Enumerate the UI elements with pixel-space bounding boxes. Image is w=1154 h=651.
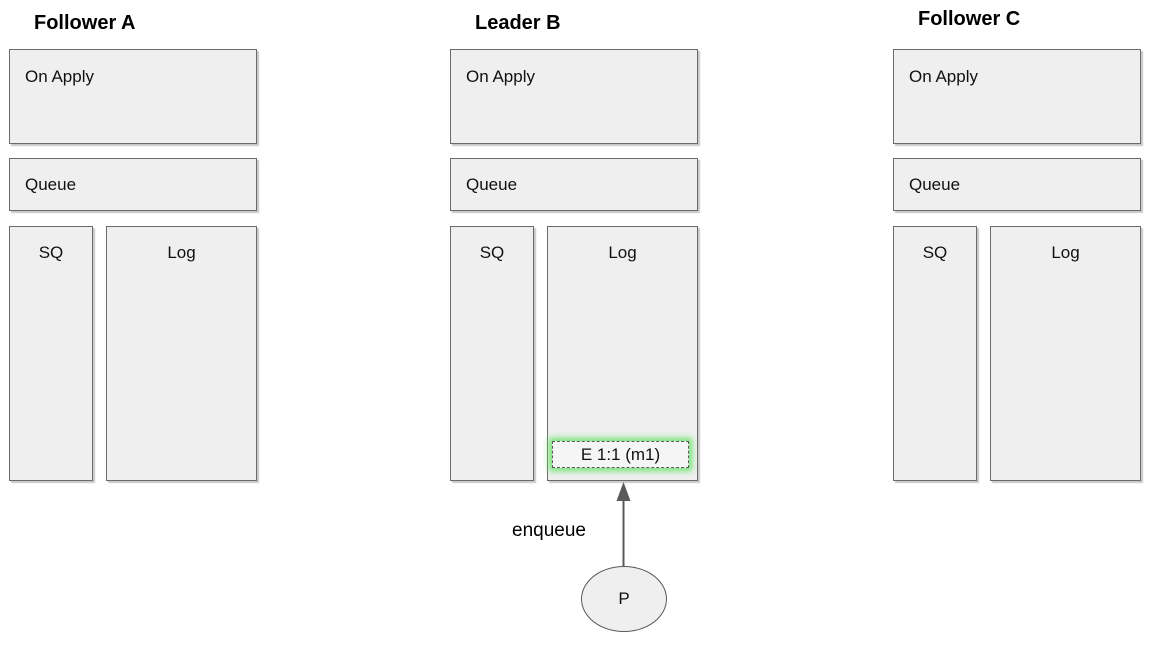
queue-box: Queue: [9, 158, 257, 211]
enqueue-edge-label: enqueue: [512, 520, 586, 541]
enqueue-arrow-icon: [616, 482, 631, 568]
queue-label: Queue: [909, 174, 961, 194]
queue-label: Queue: [25, 174, 77, 194]
sq-label: SQ: [479, 243, 505, 262]
node-title: Leader B: [475, 12, 561, 34]
sq-box: SQ: [9, 226, 93, 481]
sq-box: SQ: [893, 226, 977, 481]
sq-label: SQ: [38, 243, 64, 262]
queue-box: Queue: [450, 158, 698, 211]
node-follower-c: Follower C On Apply Queue SQ Log: [893, 0, 1141, 651]
node-leader-b: Leader B On Apply Queue SQ Log E 1:1 (m1…: [450, 0, 698, 651]
log-label: Log: [1051, 243, 1080, 262]
node-follower-a: Follower A On Apply Queue SQ Log: [9, 0, 257, 651]
on-apply-label: On Apply: [25, 67, 94, 86]
log-box: Log: [106, 226, 257, 481]
log-box: Log: [990, 226, 1141, 481]
log-entry-highlighted: E 1:1 (m1): [552, 441, 689, 468]
sq-box: SQ: [450, 226, 534, 481]
queue-label: Queue: [466, 174, 518, 194]
producer-label: P: [618, 589, 630, 608]
on-apply-box: On Apply: [893, 49, 1141, 144]
on-apply-label: On Apply: [909, 67, 978, 86]
log-box: Log E 1:1 (m1): [547, 226, 698, 481]
log-label: Log: [167, 243, 196, 262]
queue-box: Queue: [893, 158, 1141, 211]
sq-label: SQ: [922, 243, 948, 262]
on-apply-box: On Apply: [450, 49, 698, 144]
on-apply-label: On Apply: [466, 67, 535, 86]
log-label: Log: [608, 243, 637, 262]
producer-ellipse: P: [581, 566, 667, 632]
node-title: Follower A: [34, 12, 136, 34]
node-title: Follower C: [918, 8, 1021, 30]
on-apply-box: On Apply: [9, 49, 257, 144]
